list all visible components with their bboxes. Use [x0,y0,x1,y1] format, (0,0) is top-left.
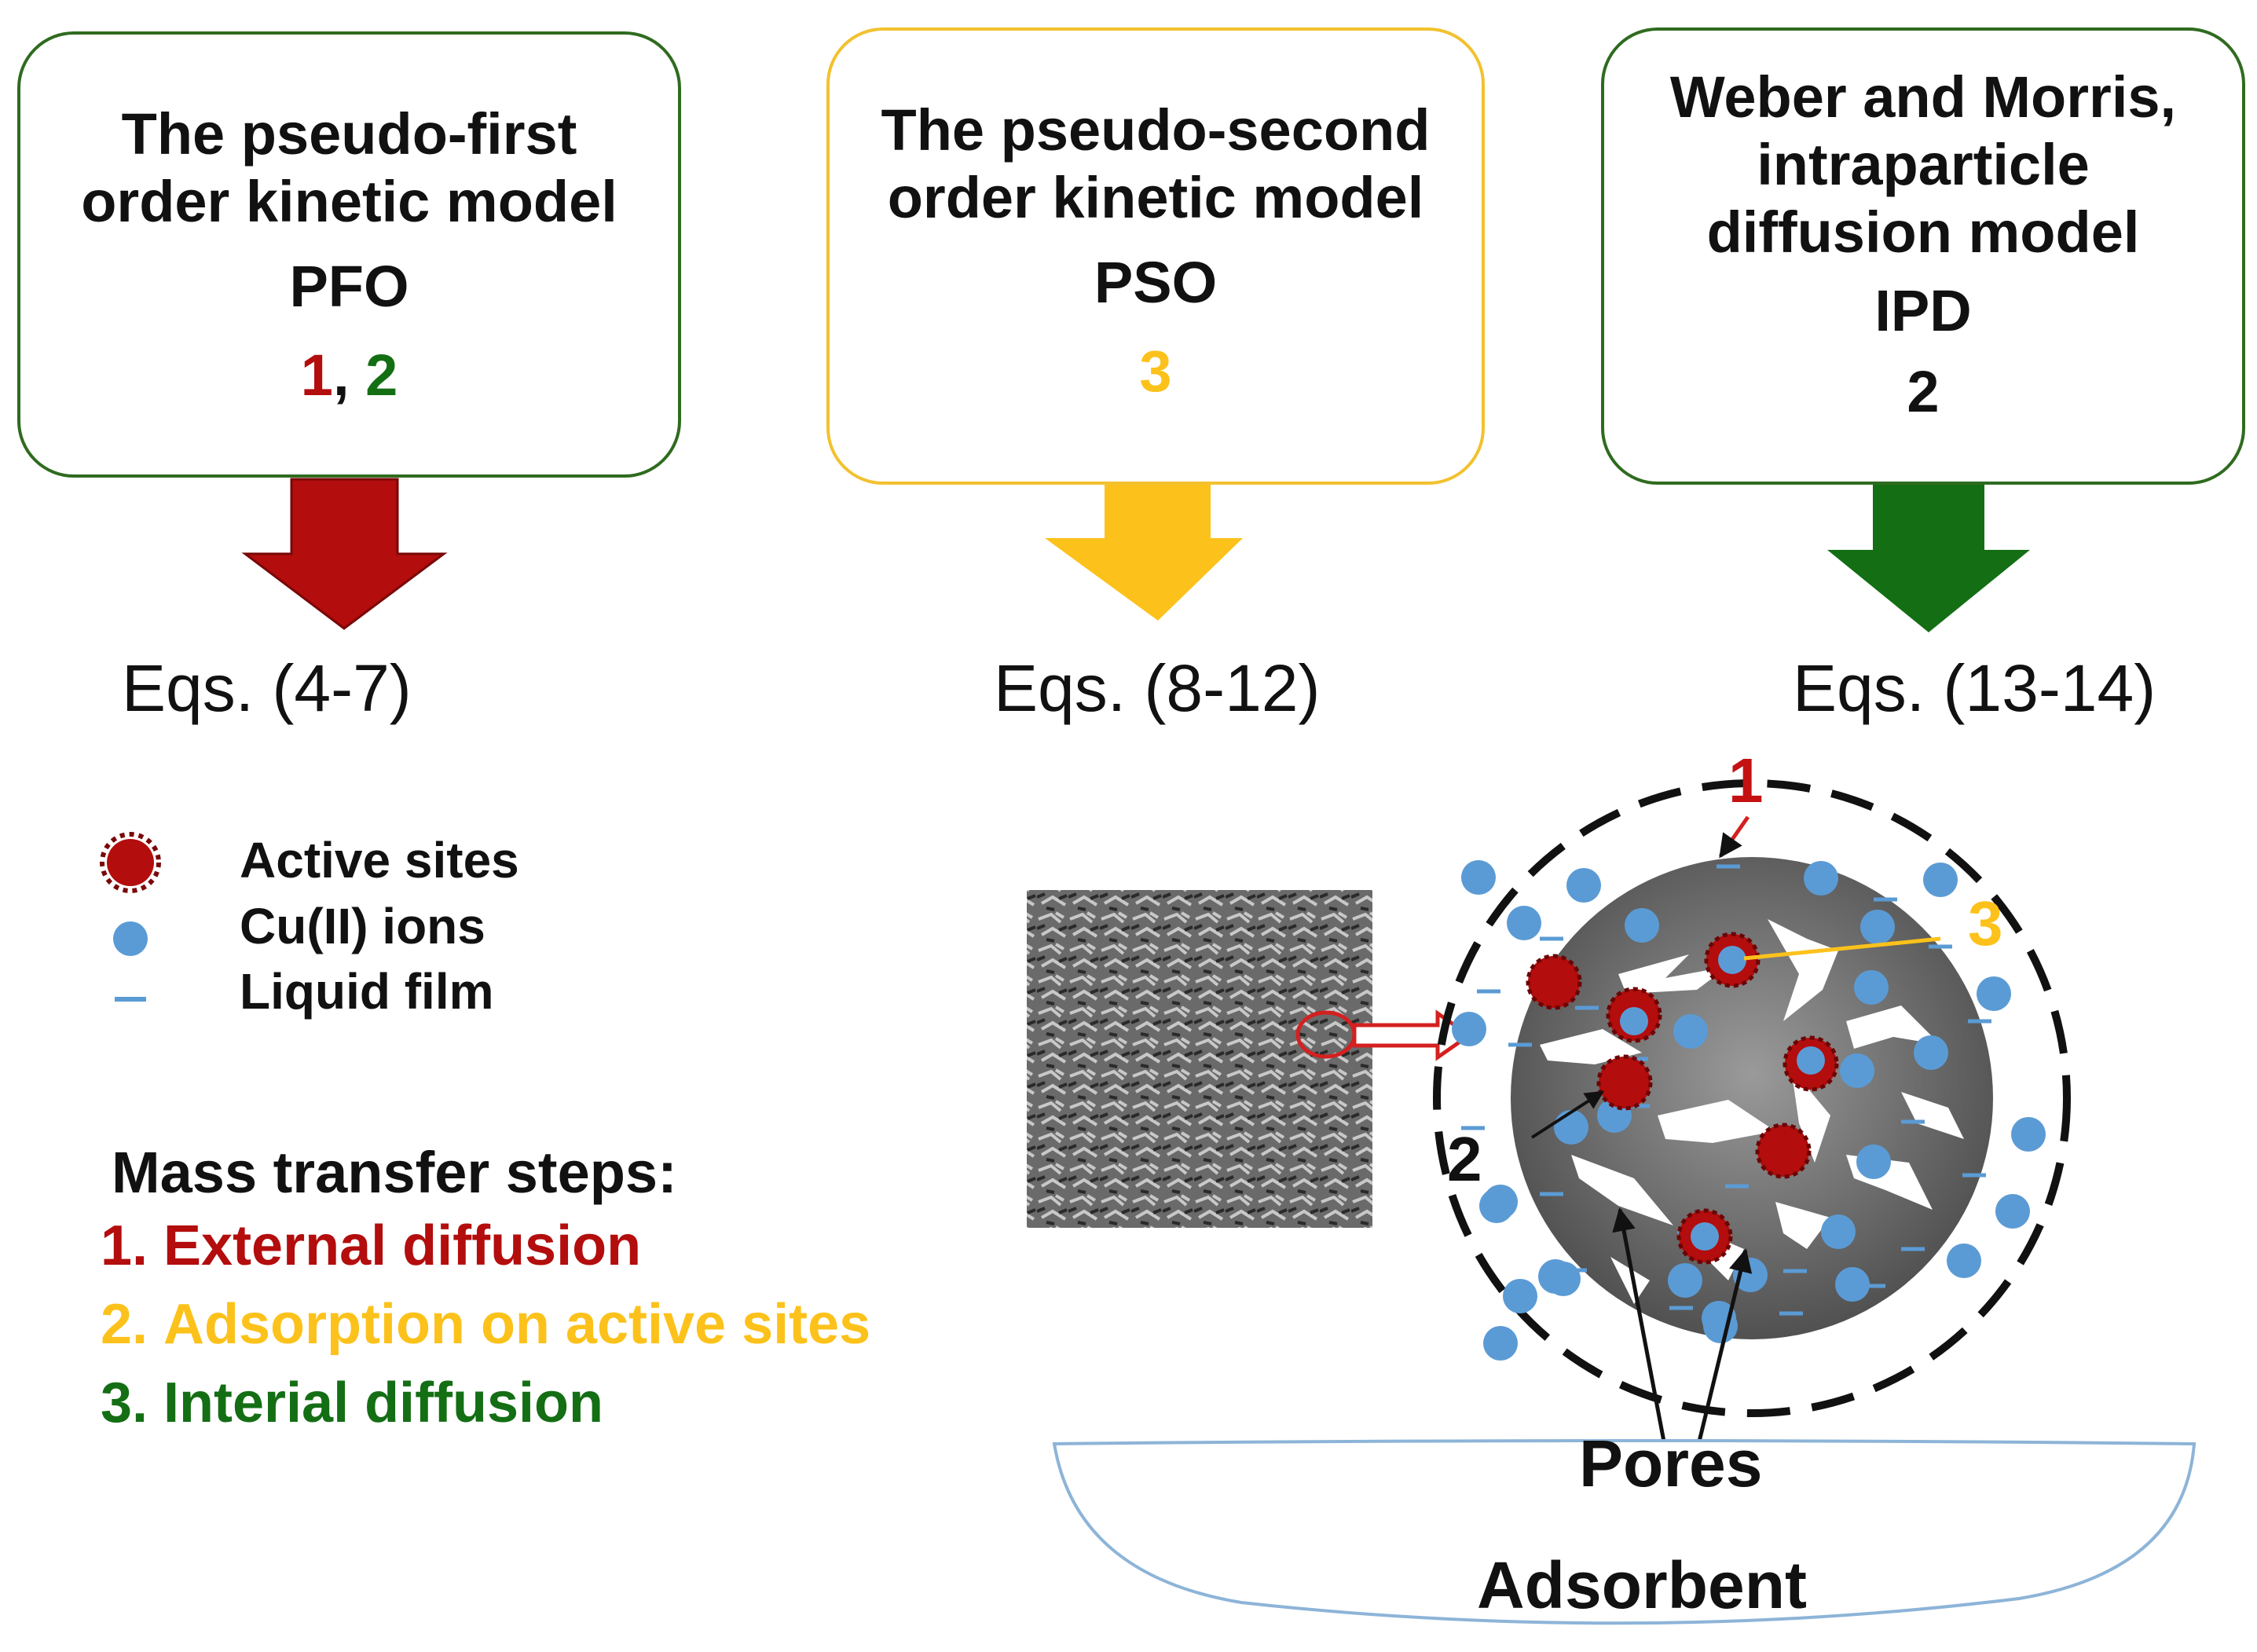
label-step-1: 1 [1728,745,1764,815]
pfo-steps: 1, 2 [20,342,678,408]
step-number: 1. [101,1214,148,1277]
active-site-legend-icon [100,832,161,893]
pore-arrow-2 [1697,1248,1753,1442]
ipd-title: Weber and Morris, intraparticle diffusio… [1669,64,2177,265]
liquid-film-boundary [1433,779,2071,1417]
ipd-down-arrow [1827,485,2030,632]
pores-label: Pores [1579,1427,1763,1500]
pso-equations: Eqs. (8-12) [994,651,1321,725]
pfo-step-a: 1 [300,342,333,408]
adsorbent-label: Adsorbent [1477,1548,1807,1622]
pfo-step-separator: , [332,342,366,408]
ipd-abbr: IPD [1874,278,1972,343]
step-adsorption: 2.Adsorption on active sites [101,1292,870,1357]
pso-down-arrow [1045,485,1243,621]
step-interial-diffusion: 3.Interial diffusion [101,1371,603,1435]
cu-ion-legend-icon [113,921,148,956]
pfo-step-b: 2 [365,342,398,408]
step-1-arrow [1718,815,1750,859]
ipd-step: 2 [1907,359,1940,424]
pore-arrow-1 [1612,1207,1666,1442]
pfo-title: The pseudo-first order kinetic model [81,101,617,234]
pso-model-box: The pseudo-second order kinetic model PS… [826,27,1485,485]
step-text: Adsorption on active sites [163,1293,871,1356]
sem-image [1027,890,1372,1228]
legend-cu-ions: Cu(II) ions [240,898,485,954]
pfo-equations: Eqs. (4-7) [122,651,412,725]
step-3-arrow [1743,936,1941,961]
ipd-model-box: Weber and Morris, intraparticle diffusio… [1601,27,2245,485]
step-external-diffusion: 1.External diffusion [101,1214,641,1278]
adsorbed-ions [1620,946,1825,1251]
step-2-arrow [1530,1090,1605,1139]
step-number: 3. [101,1372,148,1434]
step-text: Interial diffusion [163,1372,604,1434]
adsorbent-bowl [1052,1439,2197,1625]
steps-title: Mass transfer steps: [112,1140,677,1205]
pso-step: 3 [1139,339,1172,404]
label-step-2: 2 [1447,1124,1482,1194]
cu-ions [1452,860,2046,1361]
pso-title: The pseudo-second order kinetic model [881,97,1431,230]
pso-abbr: PSO [1094,250,1218,315]
magnify-arrow [1352,1009,1473,1061]
legend-active-sites: Active sites [240,832,519,888]
pfo-down-arrow [241,478,448,630]
pfo-abbr: PFO [289,254,409,319]
legend-liquid-film: Liquid film [240,963,494,1020]
pfo-model-box: The pseudo-first order kinetic model PFO… [17,31,681,478]
step-number: 2. [101,1293,148,1356]
label-step-3: 3 [1968,888,2003,958]
ipd-equations: Eqs. (13-14) [1793,651,2156,725]
step-text: External diffusion [163,1214,642,1277]
